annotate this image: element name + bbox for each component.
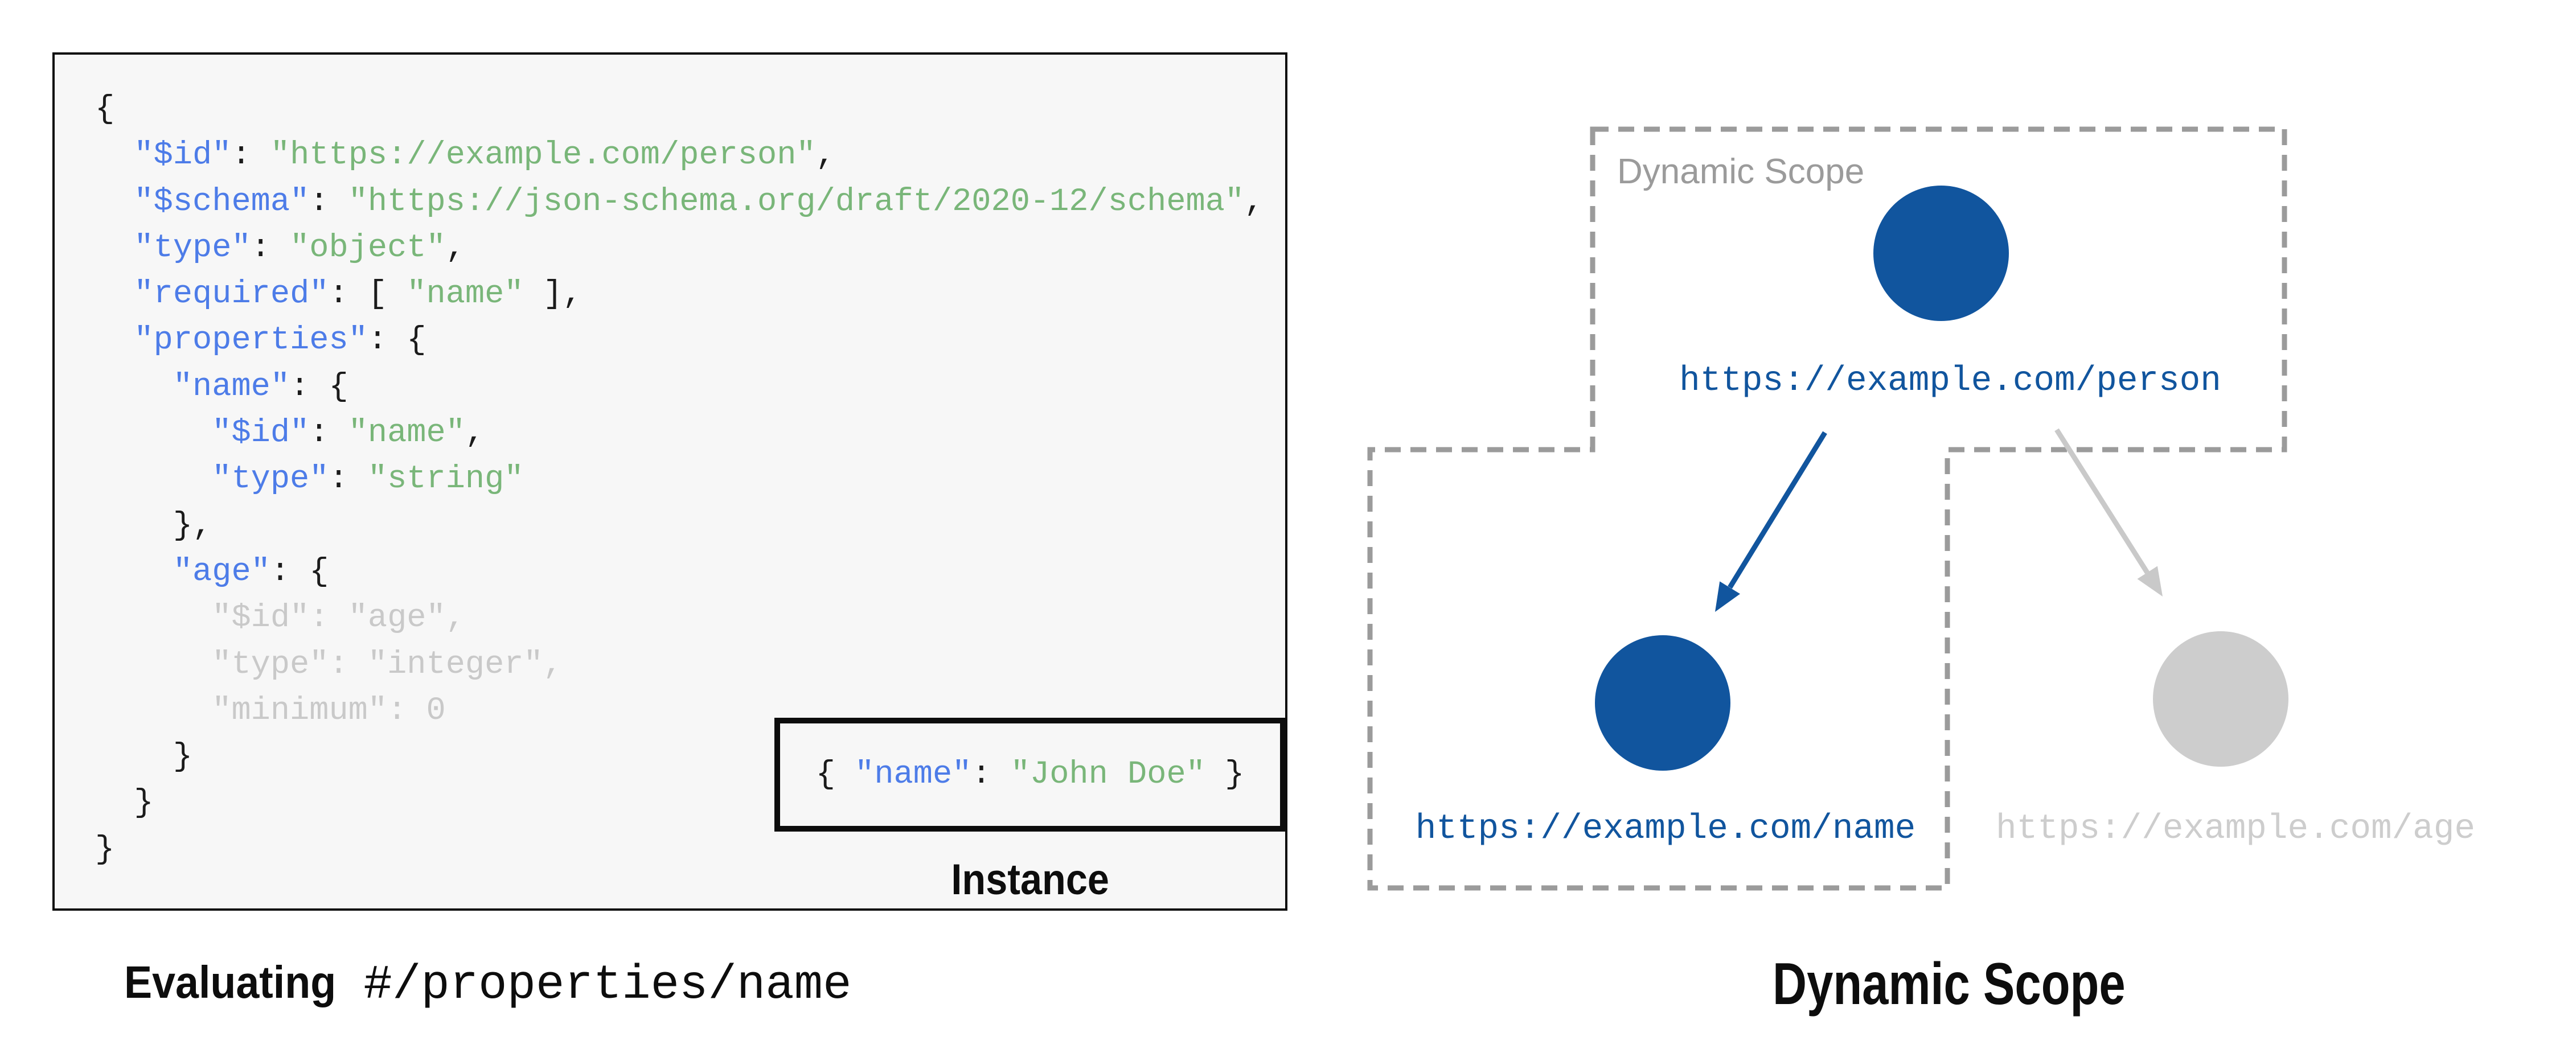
person-node-url: https://example.com/person [1679, 361, 2221, 401]
code-line: "age": { [173, 553, 329, 590]
name-node-circle [1595, 635, 1730, 771]
code-line: { [95, 91, 115, 127]
code-line: "type": "object", [134, 229, 465, 266]
dynamic-scope-caption: Dynamic Scope [1773, 951, 2126, 1017]
arrow-to-name-head [1715, 581, 1740, 612]
code-line: "required": [ "name" ], [134, 276, 583, 313]
code-line: }, [95, 507, 212, 544]
code-line: } [95, 831, 115, 868]
arrow-to-name [1715, 431, 1827, 612]
code-line: "$schema": "https://json-schema.org/draf… [134, 183, 1264, 220]
evaluating-caption: Evaluating #/properties/name [124, 956, 851, 1013]
code-line: "$id": "https://example.com/person", [134, 137, 835, 174]
schema-panel: { "$id": "https://example.com/person", "… [52, 52, 1287, 911]
arrow-to-age-shaft [2054, 428, 2150, 574]
code-line: "properties": { [134, 322, 426, 359]
arrow-to-age [2054, 428, 2163, 597]
age-node-url: https://example.com/age [1996, 809, 2475, 849]
dynamic-scope-outline [1367, 126, 2287, 891]
code-line: } [95, 739, 193, 776]
instance-code: { "name": "John Doe" } [815, 756, 1245, 793]
dynamic-scope-label: Dynamic Scope [1617, 152, 1864, 191]
instance-label: Instance [951, 855, 1109, 904]
schema-code: { "$id": "https://example.com/person", "… [95, 87, 1264, 873]
code-line: "$id": "age", [95, 600, 465, 637]
code-line: "minimum": 0 [95, 692, 446, 729]
age-node-circle [2153, 631, 2288, 767]
code-line: "type": "string" [212, 461, 524, 498]
evaluating-caption-bold: Evaluating [124, 957, 337, 1007]
arrow-to-age-head [2137, 566, 2163, 597]
name-node-url: https://example.com/name [1416, 809, 1916, 849]
code-line: "type": "integer", [95, 646, 563, 683]
arrow-to-name-shaft [1728, 431, 1827, 589]
code-line: } [95, 785, 154, 822]
evaluating-caption-pointer: #/properties/name [363, 959, 852, 1013]
code-line: "$id": "name", [212, 415, 485, 452]
instance-box: { "name": "John Doe" } [774, 718, 1286, 832]
code-line: "name": { [173, 368, 348, 405]
person-node-circle [1873, 186, 2009, 321]
